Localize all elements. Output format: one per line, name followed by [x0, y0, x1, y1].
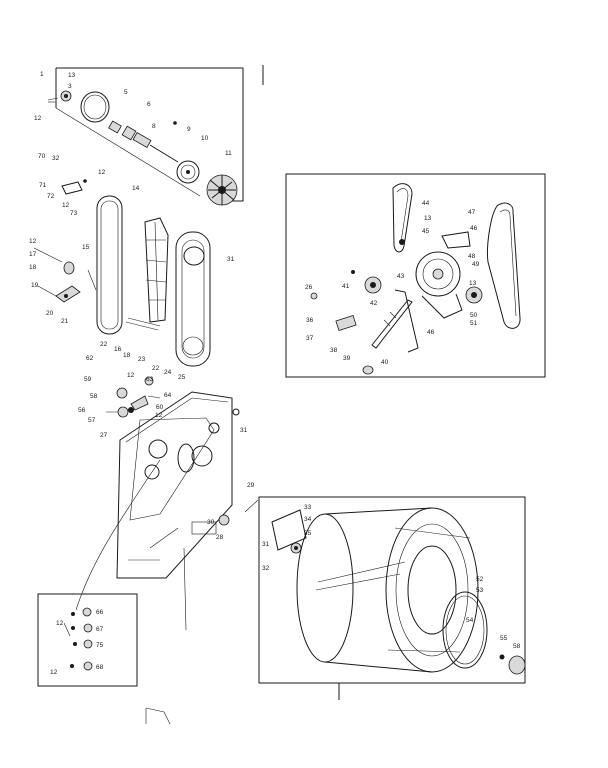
part-label: 24	[164, 369, 172, 376]
part-label: 55	[500, 635, 508, 642]
part-label: 32	[262, 565, 270, 572]
part-label: 38	[330, 347, 338, 354]
part-label: 3	[68, 83, 72, 90]
part-label: 34	[304, 516, 312, 523]
part-label: 63	[146, 376, 154, 383]
part-label: 8	[152, 123, 156, 130]
motor-box	[285, 173, 546, 378]
part-label: 33	[304, 504, 312, 511]
part-label: 31	[227, 256, 235, 263]
part-label: 37	[306, 335, 314, 342]
part-label: 71	[39, 182, 47, 189]
part-label: 28	[216, 534, 224, 541]
part-label: 36	[306, 317, 314, 324]
part-label: 6	[147, 101, 151, 108]
part-label: 13	[424, 215, 432, 222]
part-label: 67	[96, 626, 104, 633]
part-label: 1	[40, 71, 44, 78]
part-label: 52	[476, 576, 484, 583]
part-label: 40	[381, 359, 389, 366]
part-label: 12	[127, 372, 135, 379]
part-label: 27	[100, 432, 108, 439]
part-label: 16	[114, 346, 122, 353]
part-label: 19	[31, 282, 39, 289]
part-label: 12	[34, 115, 42, 122]
part-label: 12	[98, 169, 106, 176]
part-label: 51	[470, 320, 478, 327]
part-label: 20	[46, 310, 54, 317]
part-label: 42	[370, 300, 378, 307]
front-bulkhead	[75, 376, 240, 631]
part-label: 57	[88, 417, 96, 424]
part-label: 30	[207, 519, 215, 526]
part-label: 41	[342, 283, 350, 290]
part-label: 29	[247, 482, 255, 489]
part-label: 23	[138, 356, 146, 363]
part-label: 43	[397, 273, 405, 280]
part-label: 48	[468, 253, 476, 260]
part-label: 10	[201, 135, 209, 142]
part-label: 53	[476, 587, 484, 594]
part-label: 39	[343, 355, 351, 362]
part-label: 31	[262, 541, 270, 548]
part-label: 14	[132, 185, 140, 192]
part-label: 72	[47, 193, 55, 200]
belt-and-frame-group	[33, 179, 211, 367]
part-label: 49	[472, 261, 480, 268]
part-label: 59	[84, 376, 92, 383]
part-label: 11	[225, 150, 232, 157]
part-label: 12	[62, 202, 70, 209]
part-label: 5	[124, 89, 128, 96]
part-label: 35	[304, 530, 312, 537]
part-label: 54	[466, 617, 474, 624]
part-label: 46	[470, 225, 478, 232]
part-label: 18	[29, 264, 37, 271]
part-label: 22	[100, 341, 108, 348]
part-label: 12	[56, 620, 64, 627]
part-label: 47	[468, 209, 476, 216]
drum-box	[244, 496, 526, 700]
part-label: 58	[90, 393, 98, 400]
part-label: 12	[29, 238, 37, 245]
part-number-labels: 1 13 3 5 6 12 8 9 10 11 70 32 12 71 72 1…	[29, 71, 521, 676]
part-label: 66	[96, 609, 104, 616]
part-label: 58	[513, 643, 521, 650]
inset-box	[37, 593, 138, 687]
part-label: 45	[422, 228, 430, 235]
part-label: 26	[305, 284, 313, 291]
part-label: 68	[96, 664, 104, 671]
part-label: 15	[82, 244, 90, 251]
part-label: 46	[427, 329, 435, 336]
part-label: 32	[52, 155, 60, 162]
part-label: 56	[78, 407, 86, 414]
part-label: 12	[50, 669, 58, 676]
part-label: 44	[422, 200, 430, 207]
part-label: 13	[469, 280, 477, 287]
part-label: 62	[86, 355, 94, 362]
part-label: 13	[68, 72, 76, 79]
part-label: 60	[156, 404, 164, 411]
part-label: 75	[96, 642, 104, 649]
part-label: 50	[470, 312, 478, 319]
part-label: 18	[123, 352, 131, 359]
part-label: 12	[155, 412, 163, 419]
part-label: 73	[70, 210, 78, 217]
part-label: 21	[61, 318, 69, 325]
part-label: 22	[152, 365, 160, 372]
part-label: 64	[164, 392, 172, 399]
part-label: 25	[178, 374, 186, 381]
part-label: 9	[187, 126, 191, 133]
part-label: 70	[38, 153, 46, 160]
blower-group	[47, 65, 264, 206]
part-label: 17	[29, 251, 37, 258]
part-label: 31	[240, 427, 248, 434]
